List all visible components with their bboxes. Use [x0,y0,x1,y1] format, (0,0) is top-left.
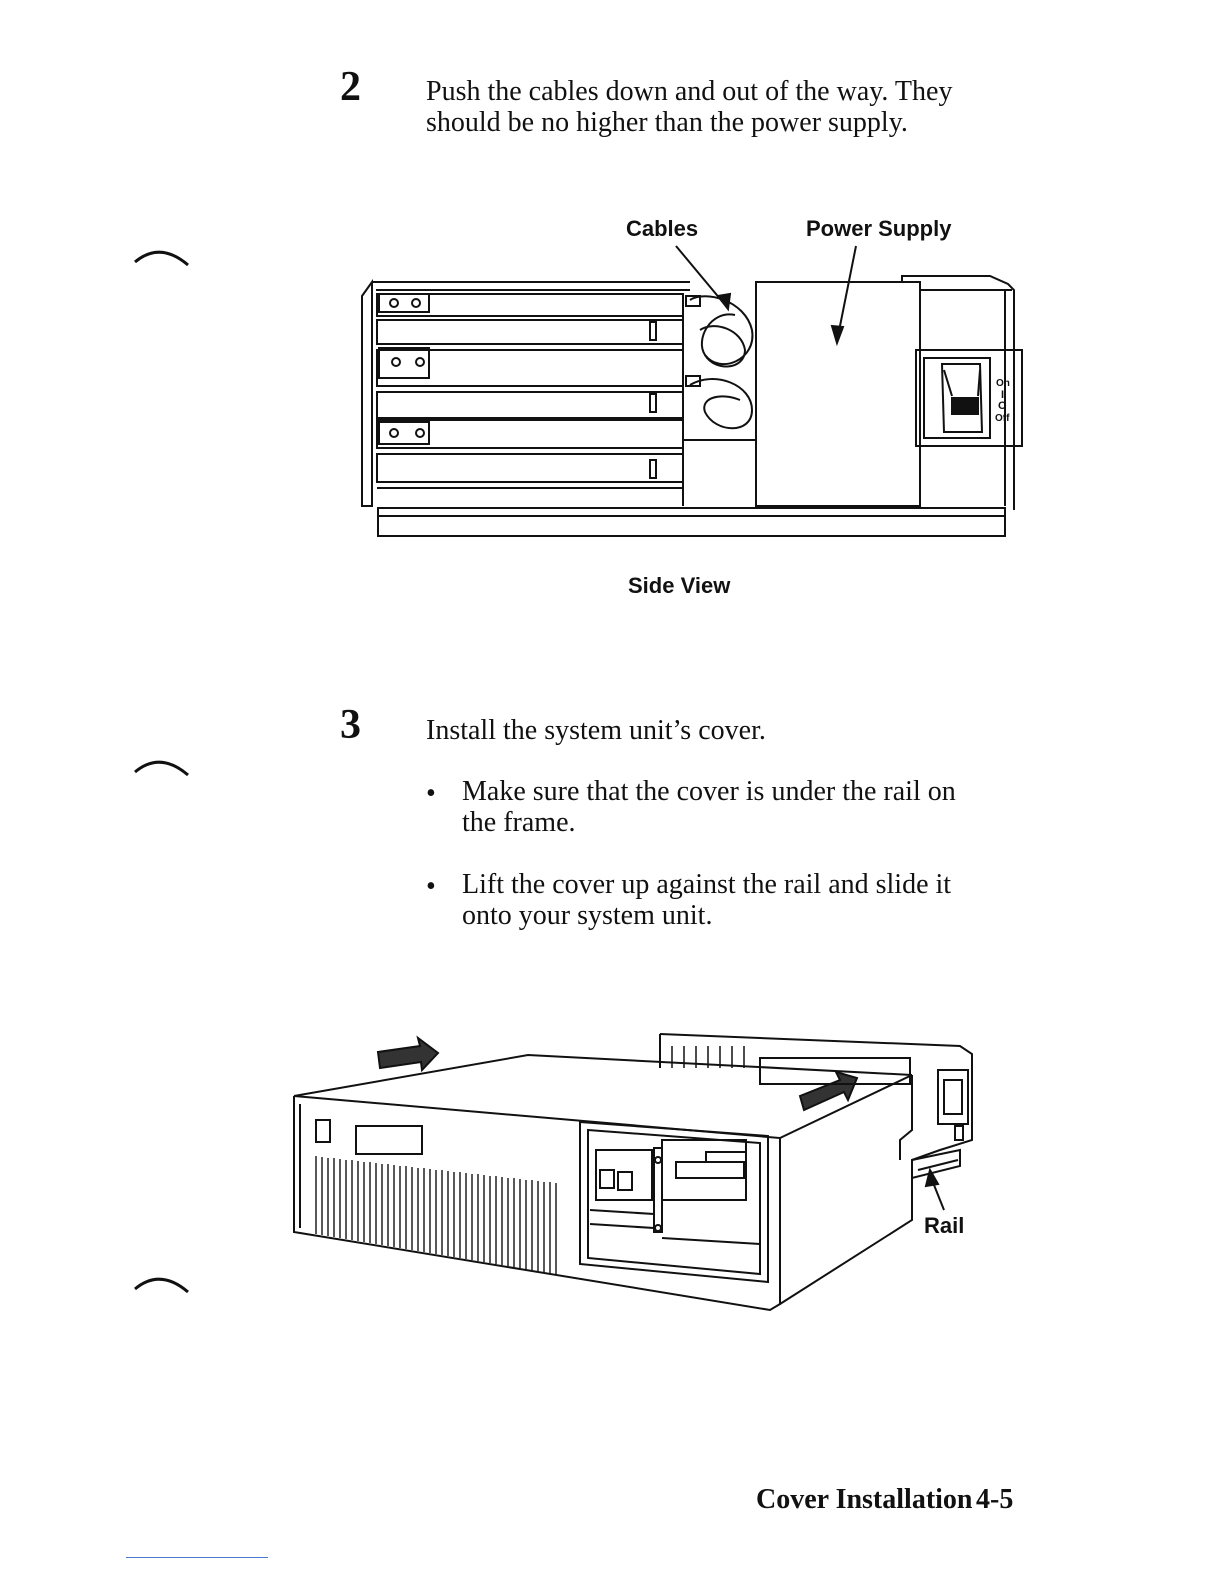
page-number: 4-5 [976,1484,1014,1515]
bullet-text-line: Make sure that the cover is under the ra… [462,776,956,807]
bullet-text-line: Lift the cover up against the rail and s… [462,869,952,900]
step-number: 3 [340,702,361,748]
margin-mark-1 [130,245,200,275]
bullet-dot: • [426,871,436,902]
step-text-line: should be no higher than the power suppl… [426,107,908,138]
cover-installation-illustration [285,1025,985,1320]
callout-power-supply: Power Supply [806,216,952,241]
bottom-rule [126,1557,268,1558]
callout-rail: Rail [924,1213,965,1238]
switch-off-label: Off [995,413,1010,424]
margin-mark-2 [130,755,200,785]
figure-caption: Side View [628,573,731,598]
step-number: 2 [340,64,361,110]
margin-mark-3 [130,1272,200,1302]
step-text: Install the system unit’s cover. [426,715,766,746]
bullet-text-line: onto your system unit. [462,900,713,931]
switch-on-label: On [996,378,1010,389]
callout-cables: Cables [626,216,699,241]
step-text-line: Push the cables down and out of the way.… [426,76,953,107]
footer-section-title: Cover Installation [756,1484,973,1515]
switch-off-symbol: O [998,400,1007,412]
side-view-illustration [355,240,1035,540]
bullet-dot: • [426,778,436,809]
bullet-text-line: the frame. [462,807,576,838]
switch-on-symbol: I [1001,389,1005,401]
